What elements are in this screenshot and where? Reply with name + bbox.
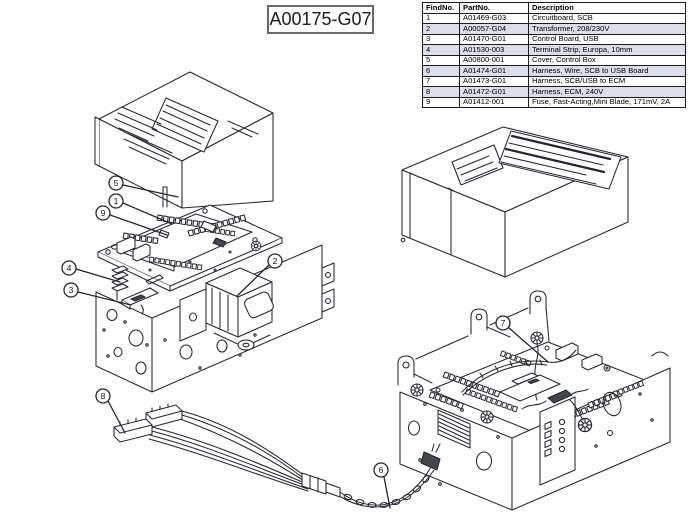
cell-partno: A00800-001 xyxy=(459,54,529,66)
cell-partno: A01469-G03 xyxy=(459,12,529,24)
cell-findno: 1 xyxy=(422,12,460,24)
cell-description: Terminal Strip, Europa, 10mm xyxy=(528,44,686,56)
callout-8: 8 xyxy=(101,391,106,401)
cell-findno: 3 xyxy=(422,33,460,45)
control-board-usb xyxy=(121,287,159,315)
circuitboard-scb xyxy=(97,186,283,292)
callout-6: 6 xyxy=(379,465,384,475)
cell-description: Harness, SCB/USB to ECM xyxy=(528,75,686,87)
table-row: 4 A01530-003 Terminal Strip, Europa, 10m… xyxy=(422,44,686,56)
col-header-partno: PartNo. xyxy=(459,2,529,14)
title-box: A00175-G07 xyxy=(267,5,374,34)
cell-description: Fuse, Fast-Acting,Mini Blade, 171mV, 2A xyxy=(528,96,686,108)
table-row: 3 A01470-G01 Control Board, USB xyxy=(422,33,686,45)
cell-findno: 4 xyxy=(422,44,460,56)
table-row: 7 A01473-G01 Harness, SCB/USB to ECM xyxy=(422,75,686,87)
control-box-assembled xyxy=(397,290,671,511)
parts-table: FindNo. PartNo. Description 1 A01469-G03… xyxy=(422,2,686,108)
cover-control-box-right xyxy=(400,126,629,278)
table-header-row: FindNo. PartNo. Description xyxy=(422,2,686,14)
exploded-board-assembly xyxy=(95,186,335,393)
cell-partno: A01473-G01 xyxy=(459,75,529,87)
part-number-title: A00175-G07 xyxy=(269,9,372,29)
cell-partno: A01470-G01 xyxy=(459,33,529,45)
cover-control-box-left xyxy=(94,71,274,209)
cell-partno: A01474-G01 xyxy=(459,65,529,77)
callout-1: 1 xyxy=(114,196,119,206)
callout-labels: 5 1 9 4 3 2 8 6 7 xyxy=(67,178,506,475)
cell-description: Cover, Control Box xyxy=(528,54,686,66)
cell-partno: A00057-G04 xyxy=(459,23,529,35)
col-header-description: Description xyxy=(528,2,686,14)
harness-ecm-240v xyxy=(113,403,341,498)
table-row: 5 A00800-001 Cover, Control Box xyxy=(422,54,686,66)
table-row: 1 A01469-G03 Circuitboard, SCB xyxy=(422,12,686,24)
harness-wire-scb-usb xyxy=(339,443,441,508)
col-header-findno: FindNo. xyxy=(422,2,460,14)
cover-label-box xyxy=(151,97,219,153)
cell-findno: 9 xyxy=(422,96,460,108)
cell-description: Harness, Wire, SCB to USB Board xyxy=(528,65,686,77)
cell-findno: 5 xyxy=(422,54,460,66)
cell-description: Control Board, USB xyxy=(528,33,686,45)
table-row: 9 A01412-001 Fuse, Fast-Acting,Mini Blad… xyxy=(422,96,686,108)
cell-description: Harness, ECM, 240V xyxy=(528,86,686,98)
cell-description: Transformer, 208/230V xyxy=(528,23,686,35)
terminal-panel xyxy=(539,396,576,486)
callout-9: 9 xyxy=(101,208,106,218)
callout-5: 5 xyxy=(114,178,119,188)
cell-findno: 7 xyxy=(422,75,460,87)
terminal-strip xyxy=(111,265,129,301)
vent-grille xyxy=(437,409,471,449)
cell-findno: 2 xyxy=(422,23,460,35)
cell-partno: A01530-003 xyxy=(459,44,529,56)
cover-label-box xyxy=(498,130,622,190)
cell-findno: 6 xyxy=(422,65,460,77)
cell-description: Circuitboard, SCB xyxy=(528,12,686,24)
callout-2: 2 xyxy=(273,256,278,266)
table-row: 2 A00057-G04 Transformer, 208/230V xyxy=(422,23,686,35)
cover-brand-text-lines xyxy=(114,106,162,142)
callouts xyxy=(61,175,549,509)
cell-findno: 8 xyxy=(422,86,460,98)
table-row: 8 A01472-G01 Harness, ECM, 240V xyxy=(422,86,686,98)
cell-partno: A01412-001 xyxy=(459,96,529,108)
table-row: 6 A01474-G01 Harness, Wire, SCB to USB B… xyxy=(422,65,686,77)
callout-4: 4 xyxy=(67,263,72,273)
callout-7: 7 xyxy=(501,318,506,328)
transformer xyxy=(179,267,274,351)
callout-3: 3 xyxy=(69,285,74,295)
cell-partno: A01472-G01 xyxy=(459,86,529,98)
